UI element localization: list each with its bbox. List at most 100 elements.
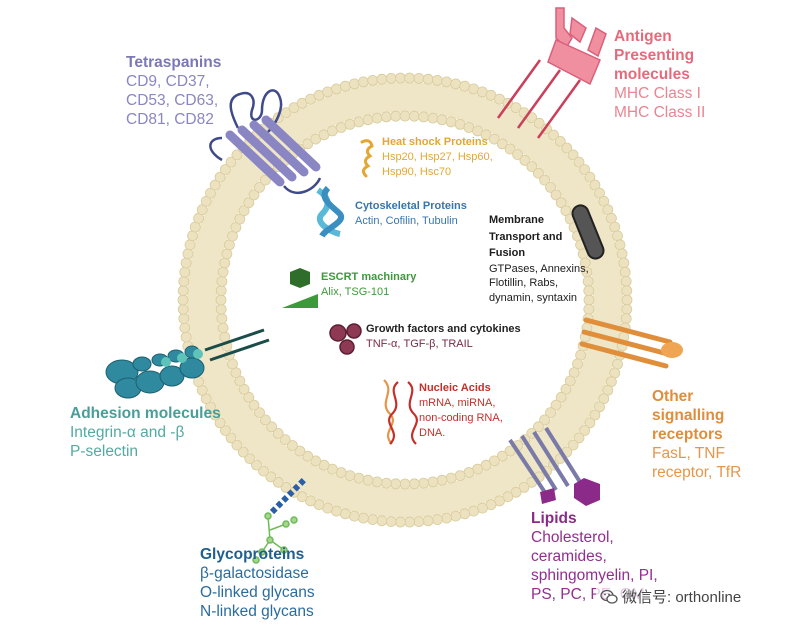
phospholipid-head xyxy=(583,285,595,297)
phospholipid-head xyxy=(445,116,457,128)
phospholipid-head xyxy=(459,508,471,520)
phospholipid-head xyxy=(215,285,227,297)
tetraspanins-label: Tetraspanins CD9, CD37, CD53, CD63, CD81… xyxy=(126,54,221,130)
phospholipid-head xyxy=(385,73,397,84)
phospholipid-head xyxy=(219,164,231,175)
phospholipid-head xyxy=(390,110,402,122)
phospholipid-head xyxy=(362,474,374,486)
phospholipid-head xyxy=(488,455,500,467)
phospholipid-head xyxy=(567,149,579,161)
phospholipid-head xyxy=(618,257,630,269)
antigen-line: MHC Class I xyxy=(614,84,701,102)
membrane-tail-layer xyxy=(187,82,623,518)
phospholipid-head xyxy=(339,508,351,520)
phospholipid-head xyxy=(619,266,631,278)
phospholipid-head xyxy=(459,80,471,92)
phospholipid-head xyxy=(533,117,545,129)
phospholipid-head xyxy=(302,450,314,462)
phospholipid-head xyxy=(219,257,231,269)
phospholipid-head xyxy=(436,114,448,126)
nucleic-acids-label: Nucleic Acids mRNA, miRNA, non-coding RN… xyxy=(419,381,503,440)
tetraspanins-line: CD53, CD63, xyxy=(126,91,219,109)
phospholipid-head xyxy=(404,516,416,528)
phospholipid-head xyxy=(573,432,585,444)
adhesion-line: Integrin-α and -β xyxy=(70,423,185,441)
phospholipid-head xyxy=(612,230,623,242)
phospholipid-head xyxy=(390,478,402,490)
phospholipid-head xyxy=(231,149,243,161)
phospholipid-head xyxy=(178,275,190,287)
phospholipid-head xyxy=(584,417,596,429)
phospholipid-head xyxy=(413,73,425,84)
signalling-title-line: signalling xyxy=(652,406,725,424)
phospholipid-head xyxy=(488,133,500,145)
phospholipid-head xyxy=(254,407,265,419)
phospholipid-head xyxy=(510,102,522,114)
phospholipid-head xyxy=(555,391,567,403)
phospholipid-head xyxy=(567,439,579,451)
cytoskeletal-label: Cytoskeletal Proteins Actin, Cofilin, Tu… xyxy=(355,199,467,229)
membrane-title-line: Fusion xyxy=(489,247,526,259)
phospholipid-head xyxy=(214,171,226,183)
growth-title: Growth factors and cytokines xyxy=(366,323,521,335)
phospholipid-head xyxy=(177,303,189,315)
phospholipid-head xyxy=(468,505,480,517)
wechat-watermark: 微信号: orthonline xyxy=(596,584,748,609)
lipid-bilayer-membrane xyxy=(177,72,633,528)
membrane-title-line: Transport and xyxy=(489,230,563,243)
phospholipid-head xyxy=(209,409,221,421)
phospholipid-head xyxy=(219,425,231,436)
phospholipid-head xyxy=(205,187,216,199)
phospholipid-head xyxy=(560,205,572,217)
tetraspanins-line: CD81, CD82 xyxy=(126,110,214,128)
lipids-line: Cholesterol, xyxy=(531,528,614,546)
phospholipid-head xyxy=(258,465,269,477)
phospholipid-head xyxy=(367,75,379,86)
nucleic-line: mRNA, miRNA, xyxy=(419,396,496,409)
phospholipid-head xyxy=(496,138,508,150)
phospholipid-head xyxy=(180,331,192,343)
phospholipid-head xyxy=(238,383,250,395)
phospholipid-head xyxy=(589,179,601,191)
phospholipid-head xyxy=(545,181,556,193)
membrane-transport-label: Membrane Transport and Fusion GTPases, A… xyxy=(489,212,589,306)
phospholipid-head xyxy=(180,257,192,269)
antigen-title-line: Presenting xyxy=(614,46,695,64)
mhc-molecule xyxy=(496,7,607,139)
phospholipid-head xyxy=(357,76,369,88)
phospholipid-head xyxy=(620,313,632,325)
tetraspanin-protein xyxy=(209,89,322,195)
tetraspanins-line: CD9, CD37, xyxy=(126,72,210,90)
wechat-icon xyxy=(600,589,618,604)
phospholipid-head xyxy=(178,313,190,325)
phospholipid-head xyxy=(450,510,462,522)
phospholipid-head xyxy=(177,285,189,297)
adhesion-title: Adhesion molecules xyxy=(70,405,221,422)
phospholipid-head xyxy=(266,421,278,433)
phospholipid-head xyxy=(302,138,314,150)
phospholipid-head xyxy=(244,453,256,465)
phospholipid-head xyxy=(348,78,360,90)
cytoskeletal-line: Actin, Cofilin, Tubulin xyxy=(355,214,458,227)
phospholipid-head xyxy=(217,322,229,334)
phospholipid-head xyxy=(454,470,466,482)
phospholipid-head xyxy=(445,472,457,484)
glycoproteins-line: β-galactosidase xyxy=(200,564,309,582)
membrane-line: dynamin, syntaxin xyxy=(489,292,578,305)
phospholipid-head xyxy=(237,446,249,458)
phospholipid-head xyxy=(504,143,516,155)
phospholipid-head xyxy=(280,107,292,118)
phospholipid-head xyxy=(480,129,492,141)
phospholipid-head xyxy=(296,97,308,109)
phospholipid-head xyxy=(376,515,388,527)
phospholipid-head xyxy=(362,114,374,126)
phospholipid-head xyxy=(555,197,567,209)
phospholipid-head xyxy=(621,294,633,306)
heat-shock-title: Heat shock Proteins xyxy=(382,136,488,148)
membrane-line: GTPases, Annexins, xyxy=(489,262,589,275)
escrt-title: ESCRT machinary xyxy=(321,271,417,283)
phospholipid-head xyxy=(225,432,237,444)
signalling-title-line: receptors xyxy=(652,425,723,443)
